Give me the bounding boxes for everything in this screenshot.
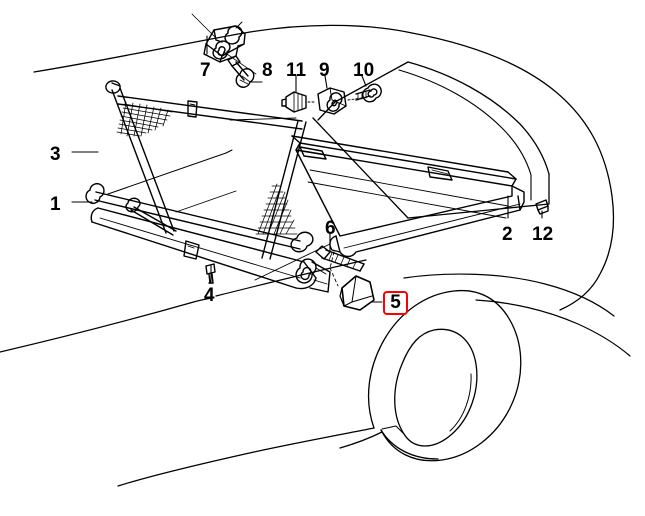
part-11-grommet [281, 91, 317, 113]
callout-label-11[interactable]: 11 [286, 60, 307, 81]
leader-9 [324, 75, 328, 89]
part-12-trim-strip [535, 199, 549, 215]
callout-label-10[interactable]: 10 [353, 60, 375, 81]
net-mesh-upper-left [116, 101, 173, 137]
callout-label-7[interactable]: 7 [200, 60, 211, 81]
leader-lines [71, 35, 543, 303]
net-mesh-lower-right [255, 183, 298, 235]
part-3-net-frame [85, 80, 314, 260]
callout-label-9[interactable]: 9 [319, 60, 330, 81]
callout-label-2[interactable]: 2 [502, 224, 513, 245]
vehicle-body-outline [0, 24, 631, 487]
part-9-end-cap [317, 87, 363, 115]
part-2-roller-blind [291, 135, 525, 258]
highlighted-callout-5[interactable]: 5 [383, 291, 408, 315]
part-5-install-path-upper [329, 251, 335, 269]
leader-10 [361, 75, 367, 87]
callout-label-4[interactable]: 4 [204, 285, 215, 306]
cassette-right-end-fitting [295, 258, 331, 293]
part-6-threaded-screw [315, 245, 365, 272]
callout-label-3[interactable]: 3 [50, 144, 61, 165]
callout-label-6[interactable]: 6 [325, 218, 336, 239]
callout-label-1[interactable]: 1 [50, 194, 61, 215]
callout-label-12[interactable]: 12 [532, 224, 554, 245]
part-5-end-cover-cap [339, 275, 375, 311]
part-5-install-path [329, 267, 339, 287]
part-10-screw-washer [355, 83, 382, 103]
callout-label-8[interactable]: 8 [262, 60, 273, 81]
part-8-screw [227, 55, 255, 88]
